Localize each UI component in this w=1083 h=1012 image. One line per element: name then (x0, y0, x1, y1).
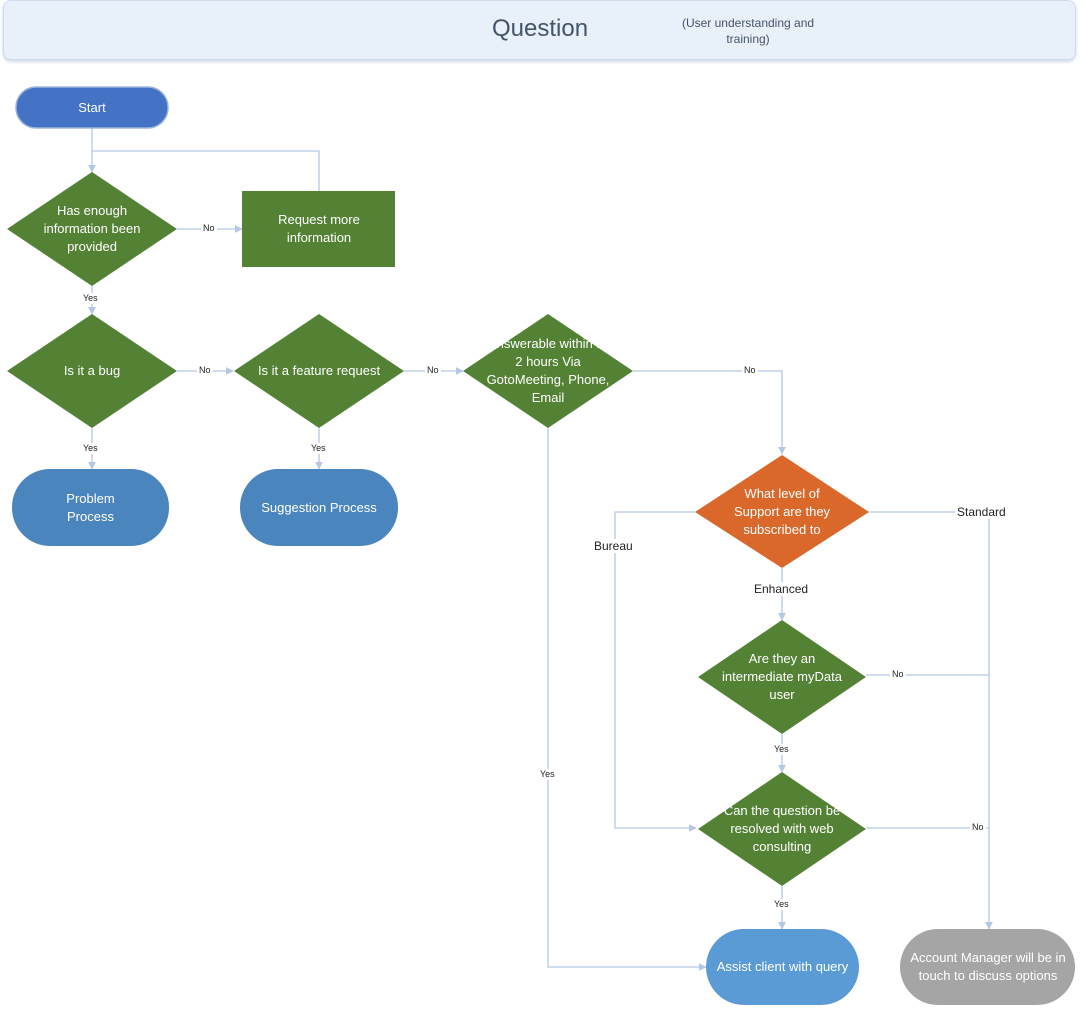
start-terminal-shape (15, 86, 169, 129)
assist-client-shape (706, 929, 859, 1005)
edge-label-bug-yes: Yes (81, 443, 100, 454)
edge-label-intermediate-yes: Yes (772, 744, 791, 755)
edge-label-bug-no: No (197, 365, 213, 376)
support-level-label: What level of Support are they subscribe… (733, 486, 831, 537)
is-bug-diamond (7, 314, 177, 428)
is-bug-label: Is it a bug (63, 363, 121, 378)
answerable-diamond (463, 314, 633, 428)
enough-info-diamond (7, 172, 177, 286)
web-consulting-diamond (698, 772, 866, 886)
answerable-label: Answerable within 1-2 hours Via GotoMeet… (486, 336, 610, 405)
suggestion-process-shape (240, 469, 398, 546)
edge-label-bureau: Bureau (592, 539, 635, 553)
edge-label-enough-no: No (201, 223, 217, 234)
enough-info-label: Has enough information been provided (43, 203, 141, 254)
account-manager-shape (900, 929, 1075, 1005)
feature-request-label: Is it a feature request (257, 363, 381, 378)
problem-process-shape (12, 469, 169, 546)
edge-label-enhanced: Enhanced (752, 582, 811, 596)
page-subtitle: (User understanding and training) (681, 16, 815, 46)
assist-client-label: Assist client with query (716, 959, 849, 974)
request-info-box (242, 191, 395, 267)
start-label: Start (78, 99, 106, 115)
edge-label-enough-yes: Yes (81, 293, 100, 304)
account-manager-label: Account Manager will be in touch to disc… (910, 950, 1066, 983)
problem-process-label: Problem Process (66, 490, 115, 524)
edge-label-intermediate-no: No (890, 669, 906, 680)
page-title: Question (492, 15, 589, 42)
connector-answerable-no (633, 370, 786, 455)
connector-support-standard (869, 511, 993, 930)
connector-answerable-yes (547, 428, 707, 971)
edge-label-standard: Standard (955, 505, 1008, 519)
feature-request-diamond (234, 314, 404, 428)
edge-label-answerable-no: No (742, 365, 758, 376)
intermediate-user-diamond (698, 620, 866, 734)
edge-label-web-yes: Yes (772, 899, 791, 910)
intermediate-user-label: Are they an intermediate myData user (722, 651, 842, 702)
suggestion-process-label: Suggestion Process (261, 499, 377, 515)
edge-label-answerable-yes: Yes (538, 769, 557, 780)
header-banner: Question (User understanding and trainin… (3, 0, 1076, 60)
edge-label-web-no: No (970, 822, 986, 833)
connector-support-bureau (614, 511, 697, 832)
request-info-label: Request more information (278, 212, 360, 245)
edge-label-feature-yes: Yes (309, 443, 328, 454)
edge-label-feature-no: No (425, 365, 441, 376)
web-consulting-label: Can the question be resolved with web co… (723, 803, 841, 854)
support-level-diamond (695, 455, 869, 568)
connector-request-loop (92, 150, 320, 191)
